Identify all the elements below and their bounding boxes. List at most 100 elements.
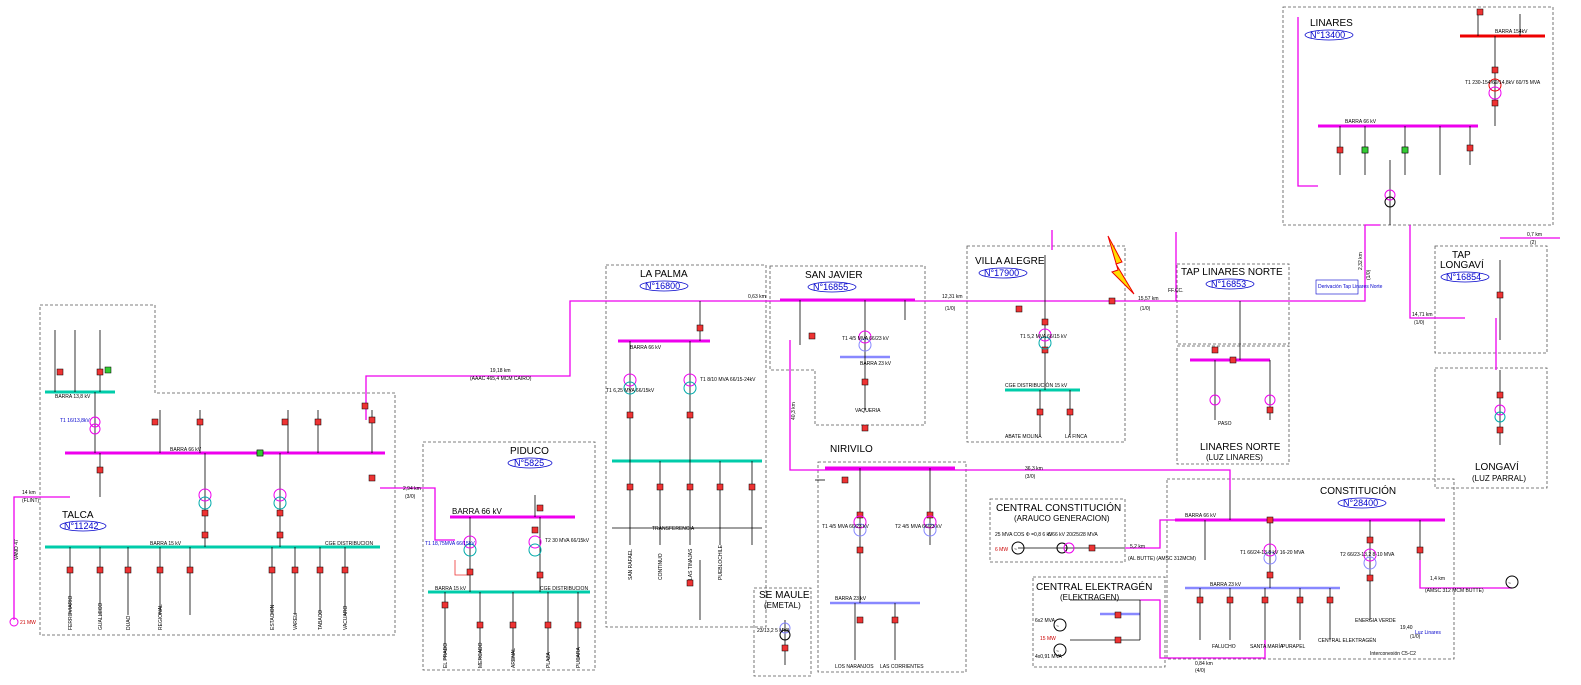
se-maule-title: SE MAULE [759, 590, 810, 601]
elektragen-g2-label: 4x0,91 MVA [1035, 654, 1063, 660]
transformer-villa-icon [1038, 328, 1052, 350]
nirivilo-title: NIRIVILO [830, 444, 873, 455]
load-regional: REGIONAL [158, 604, 164, 630]
breaker-21 [341, 566, 349, 574]
central-const-gen-label: 25 MVA COS Φ =0,8 6 kV [995, 532, 1053, 538]
const-lower-cond: (1/0) [1410, 634, 1421, 640]
breaker-77 [1326, 596, 1334, 604]
nirivilo-const-km: 36,3 km [1025, 466, 1043, 472]
breaker-65 [1496, 291, 1504, 299]
tap-linares-norte-number-badge [1205, 278, 1255, 290]
breaker-51 [1041, 346, 1049, 354]
breaker-23 [536, 504, 544, 512]
central-constitucion-box [989, 498, 1126, 563]
palma-transfer-label: TRANSFERENCIA [652, 526, 695, 532]
breaker-36 [686, 483, 694, 491]
linares-t1-label: T1 230-154/69/14,8kV 60/75 MVA [1465, 80, 1541, 86]
tap-note: Derivación Tap Linares Norte [1318, 284, 1383, 290]
transformer-const-t2-icon [1363, 548, 1377, 570]
breaker-69 [1266, 571, 1274, 579]
line-nirivilo-const [800, 469, 1231, 490]
breaker-20 [316, 566, 324, 574]
villa-cge-label: CGE DISTRIBUCIÓN 15 kV [1005, 382, 1068, 389]
transformer-nirivilo-t1-icon [853, 515, 867, 537]
transformer-nirivilo-t2-icon [923, 515, 937, 537]
central-elektragen-subtitle: (ELEKTRAGEN) [1060, 593, 1119, 602]
load-abate-molina: ABATE MOLINA [1005, 434, 1042, 440]
se-maule-box [753, 587, 812, 677]
breaker-48 [841, 476, 849, 484]
ffcc-label: FF.CC. [1168, 288, 1184, 294]
breaker-19 [291, 566, 299, 574]
breaker-58 [1491, 66, 1499, 74]
transformer-linares-t1-icon [1488, 78, 1502, 100]
breaker-50 [1041, 318, 1049, 326]
line-talca-palma [365, 300, 958, 420]
breaker-closed-2 [1361, 146, 1369, 154]
line-labels: 19,18 km (AAAC 465,4 MCM CAIRO) 0,63 km … [22, 232, 1542, 674]
breaker-27 [476, 621, 484, 629]
tap-longavi-number: N°16854 [1446, 272, 1481, 282]
breaker-43 [856, 511, 864, 519]
central-6mw-label: 6 MW [995, 547, 1008, 553]
san-javier-number-badge [807, 281, 857, 293]
breaker-39 [686, 579, 694, 587]
breaker-4 [314, 418, 322, 426]
transformer-palma-t2-icon [683, 373, 697, 395]
talca-box [39, 304, 396, 636]
nirivilo-t1-label: T1 4/5 MVA 66/23 kV [822, 524, 870, 530]
load-vaqueria: VAQUERIA [855, 408, 881, 414]
central-const-t-label: 6/66 kV 20/25/28 MVA [1048, 532, 1098, 538]
linares-norte-subtitle: (LUZ LINARES) [1206, 453, 1263, 462]
breaker-78 [1088, 544, 1096, 552]
transformer-sanjavier-icon [858, 330, 872, 352]
palma-sanjavier-km: 0,63 km [748, 294, 766, 300]
load-paso: PASO [1218, 421, 1232, 427]
breaker-76 [1296, 596, 1304, 604]
breaker-54 [1108, 297, 1116, 305]
load-central-elektragen: CENTRAL ELEKTRAGÉN [1318, 637, 1377, 644]
piduco-t2-label: T2 30 MVA 66/15kV [545, 538, 590, 544]
load-purapel: PURAPEL [1282, 644, 1306, 650]
breaker-56 [1266, 406, 1274, 414]
villa-alegre-number: N°17900 [984, 268, 1019, 278]
linares-longavi-cond: (1/0) [1414, 320, 1425, 326]
equipment-labels: T1 16/13,8kV T1 18,75MVA 66/15kV T2 30 M… [60, 80, 1541, 660]
san-javier-number: N°16855 [813, 282, 848, 292]
breaker-63 [1466, 144, 1474, 152]
palma-t1-label: T1 6,25 MVA 66/15kV [606, 388, 655, 394]
breaker-40 [808, 332, 816, 340]
breaker-53 [1066, 408, 1074, 416]
tap-longavi-title-2: LONGAVÍ [1440, 258, 1484, 271]
generator-talca-icon [9, 617, 19, 627]
talca-palma-km: 19,18 km [490, 368, 511, 374]
linares-number-badge [1304, 29, 1354, 41]
breaker-67 [1496, 426, 1504, 434]
load-mercado: MERCADO [478, 642, 484, 668]
load-pueblochile: PUEBLOCHILE [718, 544, 724, 580]
longavi-top-cond: (2) [1530, 240, 1536, 246]
longavi-box [1434, 367, 1548, 489]
palma-bus-66-label: BARRA 66 kV [630, 345, 662, 351]
breaker-47 [891, 616, 899, 624]
elektragen-15mw-label: 15 MW [1040, 636, 1056, 642]
talca-left-km: 14 km [22, 490, 36, 496]
transformer-central-const-icon [1056, 542, 1075, 554]
central-const-wires [1018, 547, 1141, 641]
transformer-linares-atr-icon [1384, 189, 1396, 208]
central-constitucion-subtitle: (ARAUCO GENERACION) [1014, 514, 1110, 523]
breaker-52 [1036, 408, 1044, 416]
palma-t2-label: T1 8/10 MVA 66/15-24kV [700, 377, 756, 383]
breaker-60 [1336, 146, 1344, 154]
luz-linares-label: Luz Linares [1415, 630, 1441, 636]
breaker-18 [268, 566, 276, 574]
lightning-icon [1107, 235, 1135, 295]
line-piduco-link [380, 487, 455, 541]
load-santa-maria: SANTA MARÍA [1250, 643, 1284, 650]
const-arauco-km: 1,4 km [1430, 576, 1445, 582]
load-los-naranjos: LOS NARANJOS [835, 664, 874, 670]
breaker-37 [716, 483, 724, 491]
tap-linares-cond: (1/0) [1366, 269, 1372, 280]
villa-t1-label: T1 5,2 MVA 66/15 kV [1020, 334, 1068, 340]
